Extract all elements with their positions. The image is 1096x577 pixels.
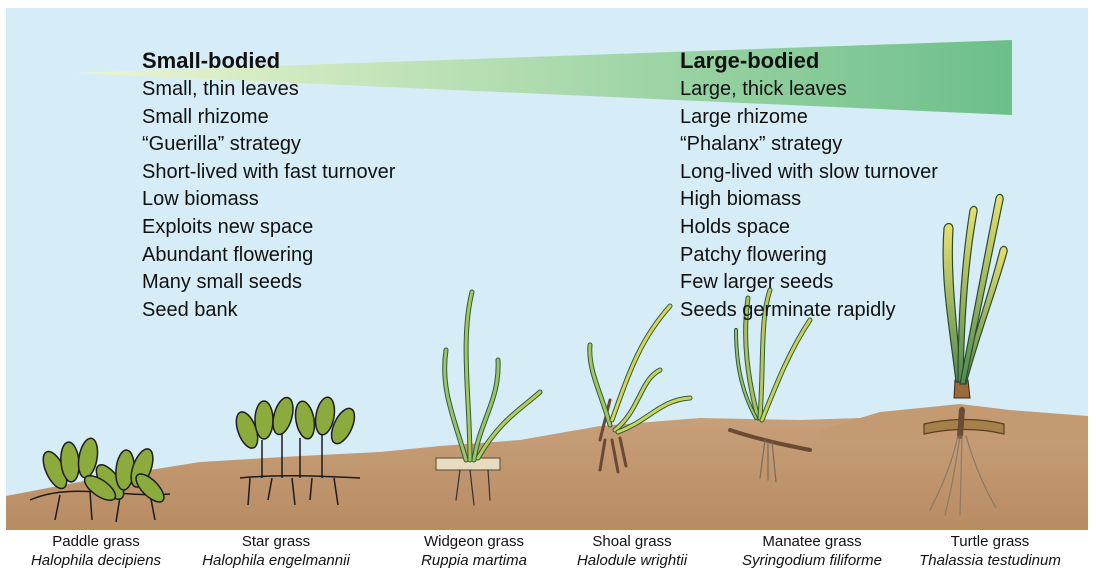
scientific-name: Halophila decipiens (0, 551, 196, 570)
trait-item: Low biomass (142, 186, 395, 214)
trait-item: Small rhizome (142, 104, 395, 132)
common-name: Turtle grass (890, 532, 1090, 551)
trait-item: Short-lived with fast turnover (142, 159, 395, 187)
scientific-name: Syringodium filiforme (712, 551, 912, 570)
trait-item: Abundant flowering (142, 242, 395, 270)
trait-item: Seeds germinate rapidly (680, 297, 938, 325)
common-name: Star grass (176, 532, 376, 551)
trait-item: Large, thick leaves (680, 76, 938, 104)
small-bodied-heading: Small-bodied (142, 48, 395, 74)
trait-item: Seed bank (142, 297, 395, 325)
trait-item: High biomass (680, 186, 938, 214)
species-label-paddle-grass: Paddle grass Halophila decipiens (0, 532, 196, 570)
trait-item: Long-lived with slow turnover (680, 159, 938, 187)
large-bodied-traits: Large, thick leaves Large rhizome “Phala… (680, 76, 938, 324)
trait-item: “Phalanx” strategy (680, 131, 938, 159)
species-label-manatee-grass: Manatee grass Syringodium filiforme (712, 532, 912, 570)
common-name: Shoal grass (532, 532, 732, 551)
trait-item: Few larger seeds (680, 269, 938, 297)
trait-item: Exploits new space (142, 214, 395, 242)
trait-item: Large rhizome (680, 104, 938, 132)
trait-item: Many small seeds (142, 269, 395, 297)
species-label-shoal-grass: Shoal grass Halodule wrightii (532, 532, 732, 570)
trait-item: Holds space (680, 214, 938, 242)
scientific-name: Halodule wrightii (532, 551, 732, 570)
large-bodied-column: Large-bodied Large, thick leaves Large r… (680, 48, 938, 324)
trait-item: “Guerilla” strategy (142, 131, 395, 159)
trait-item: Patchy flowering (680, 242, 938, 270)
scientific-name: Thalassia testudinum (890, 551, 1090, 570)
species-label-turtle-grass: Turtle grass Thalassia testudinum (890, 532, 1090, 570)
common-name: Paddle grass (0, 532, 196, 551)
small-bodied-traits: Small, thin leaves Small rhizome “Gueril… (142, 76, 395, 324)
small-bodied-column: Small-bodied Small, thin leaves Small rh… (142, 48, 395, 324)
species-label-star-grass: Star grass Halophila engelmannii (176, 532, 376, 570)
common-name: Manatee grass (712, 532, 912, 551)
large-bodied-heading: Large-bodied (680, 48, 938, 74)
trait-item: Small, thin leaves (142, 76, 395, 104)
scientific-name: Halophila engelmannii (176, 551, 376, 570)
